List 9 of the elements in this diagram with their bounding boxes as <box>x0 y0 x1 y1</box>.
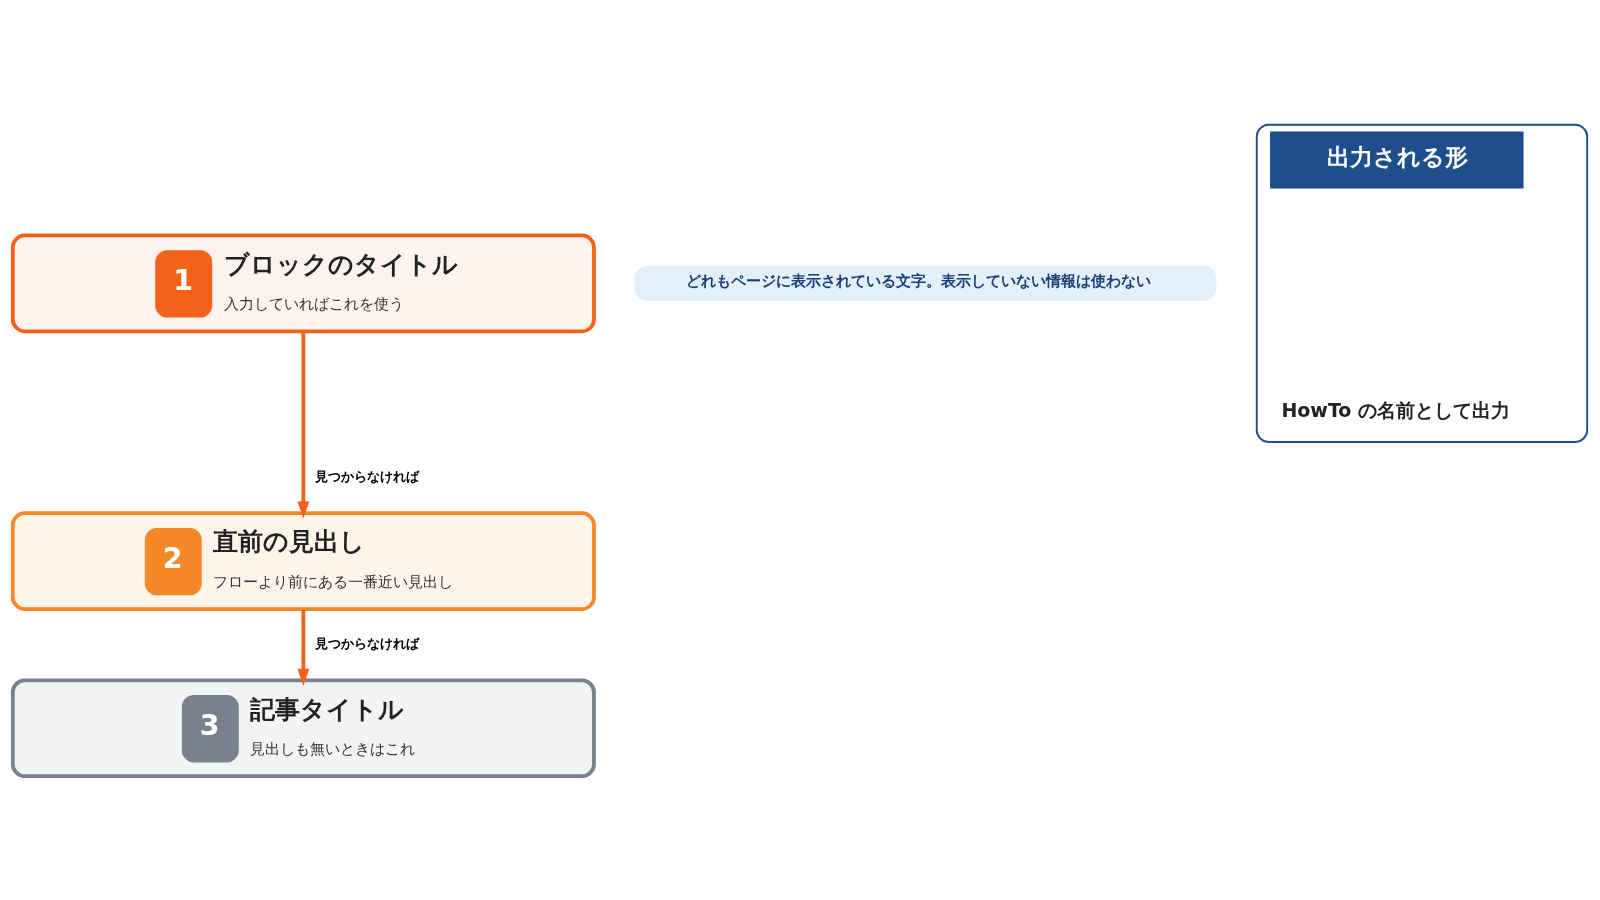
node-box: 出力される形 HowTo の名前として出力 <box>1255 123 1589 443</box>
node-box: 3 記事タイトル 見出しも無いときはこれ <box>10 677 596 778</box>
edge-label: 見つからなければ <box>315 468 420 484</box>
node-box: どれもページに表示されている文字。表示していない情報は使わない <box>634 265 1217 301</box>
arrow <box>297 330 310 519</box>
node-box: 1 ブロックのタイトル 入力していればこれを使う <box>10 233 596 333</box>
node-box: 2 直前の見出し フローより前にある一番近い見出し <box>10 510 596 611</box>
arrow <box>297 608 310 686</box>
edge-label: 見つからなければ <box>315 635 420 651</box>
